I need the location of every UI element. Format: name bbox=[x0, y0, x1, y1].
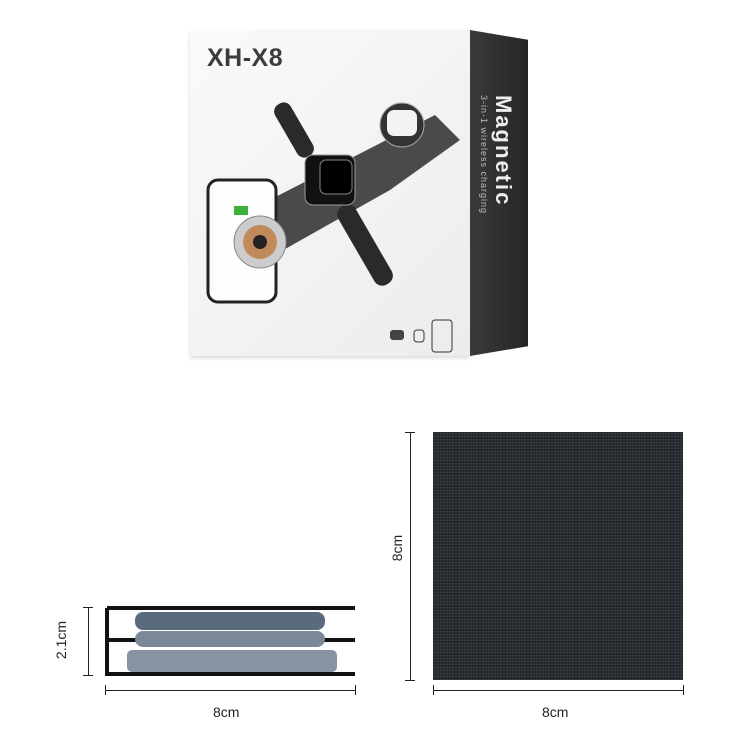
watch-outline-icon bbox=[413, 329, 425, 343]
box-side-subtitle: 3-in-1 wireless charging bbox=[479, 95, 489, 215]
side-height-label: 2.1cm bbox=[53, 620, 70, 660]
watch-icon bbox=[319, 159, 353, 195]
top-height-dimension-line bbox=[410, 432, 411, 680]
width-dimension-line bbox=[105, 690, 355, 691]
height-dimension-line bbox=[88, 607, 89, 675]
product-box-side bbox=[470, 30, 528, 356]
earbuds-case bbox=[387, 110, 417, 136]
top-height-label: 8cm bbox=[389, 534, 406, 562]
charger-top-view bbox=[433, 432, 683, 680]
watch-strap-bottom bbox=[337, 204, 393, 286]
earbuds-outline-icon bbox=[390, 330, 404, 340]
phone-outline-icon bbox=[431, 319, 453, 353]
top-width-dimension-line bbox=[433, 690, 683, 691]
model-name: XH-X8 bbox=[207, 44, 284, 72]
charger-side-view bbox=[105, 606, 355, 676]
box-side-title: Magnetic bbox=[491, 95, 516, 207]
top-width-label: 8cm bbox=[542, 704, 569, 720]
charger-illustration bbox=[206, 102, 460, 353]
watch-strap-top bbox=[274, 102, 314, 158]
battery-icon bbox=[234, 206, 248, 215]
side-width-label: 8cm bbox=[213, 704, 240, 720]
